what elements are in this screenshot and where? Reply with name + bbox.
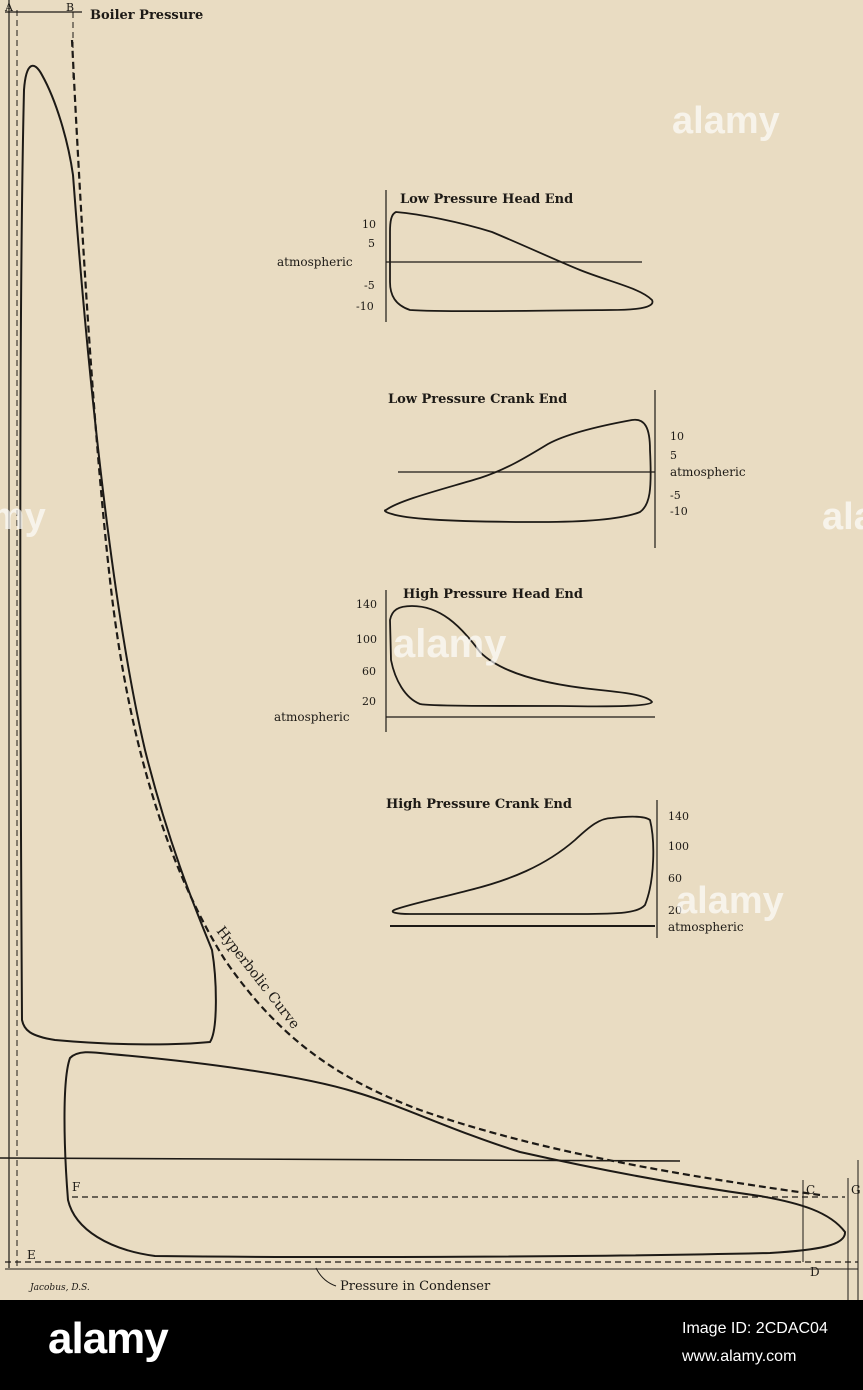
- inset-lp-crank-tick-atm: atmospheric: [670, 465, 746, 479]
- inset-lp-head-card: [389, 211, 654, 313]
- inset-lp-crank-title: Low Pressure Crank End: [388, 392, 567, 407]
- inset-hp-head-tick-atm: atmospheric: [274, 710, 350, 724]
- inset-lp-head-tick-5: 5: [368, 237, 375, 250]
- inset-hp-head-title: High Pressure Head End: [403, 587, 583, 602]
- inset-lp-head-tick-m5: -5: [364, 279, 375, 292]
- footer-bar: alamy Image ID: 2CDAC04 www.alamy.com: [0, 1300, 863, 1390]
- condenser-pointer: [315, 1267, 337, 1287]
- inset-lp-head-tick-m10: -10: [356, 300, 374, 313]
- inset-hp-crank-end: High Pressure Crank End 140 100 60 20 at…: [386, 797, 744, 938]
- label-a: A: [4, 1, 14, 14]
- inset-hp-crank-card: [391, 815, 655, 915]
- watermark-logo: alamy: [676, 880, 784, 922]
- inset-hp-head-tick-20: 20: [362, 695, 376, 708]
- inset-lp-crank-tick-10: 10: [670, 430, 684, 443]
- inset-hp-head-card: [389, 605, 654, 708]
- watermark-logo: alamy: [672, 100, 780, 142]
- watermark-logo: alamy: [822, 496, 863, 538]
- inset-hp-head-tick-100: 100: [356, 633, 377, 646]
- label-g: G: [851, 1183, 861, 1197]
- inset-lp-crank-tick-m5: -5: [670, 489, 681, 502]
- hyperbolic-curve-label: Hyperbolic Curve: [213, 924, 303, 1033]
- label-c: C: [806, 1183, 815, 1197]
- site-link[interactable]: www.alamy.com: [682, 1348, 797, 1365]
- label-b: B: [66, 1, 74, 14]
- indicator-diagram-page: A B Boiler Pressure C G F E D Hyperbolic…: [0, 0, 863, 1300]
- inset-lp-crank-tick-m10: -10: [670, 505, 688, 518]
- inset-lp-head-title: Low Pressure Head End: [400, 192, 573, 207]
- inset-lp-crank-end: Low Pressure Crank End 10 5 atmospheric …: [384, 390, 746, 548]
- atmospheric-line-main: [0, 1157, 681, 1162]
- inset-lp-head-tick-10: 10: [362, 218, 376, 231]
- label-f: F: [72, 1180, 80, 1194]
- watermark-logo: alamy: [393, 622, 507, 666]
- footer-brand-logo[interactable]: alamy: [48, 1314, 169, 1363]
- label-d: D: [810, 1265, 820, 1279]
- boiler-pressure-label: Boiler Pressure: [90, 8, 203, 23]
- inset-lp-head-tick-atm: atmospheric: [277, 255, 353, 269]
- hyperbolic-curve: [70, 39, 821, 1197]
- inset-lp-crank-tick-5: 5: [670, 449, 677, 462]
- inset-hp-crank-tick-60: 60: [668, 872, 682, 885]
- inset-hp-crank-title: High Pressure Crank End: [386, 797, 572, 812]
- inset-hp-crank-tick-100: 100: [668, 840, 689, 853]
- pressure-in-condenser-label: Pressure in Condenser: [340, 1279, 491, 1294]
- inset-lp-head-end: Low Pressure Head End 10 5 atmospheric -…: [277, 190, 654, 322]
- label-e: E: [27, 1248, 36, 1262]
- inset-hp-head-tick-140: 140: [356, 598, 377, 611]
- author-credit: Jacobus, D.S.: [28, 1283, 90, 1293]
- hp-main-card: [19, 64, 217, 1046]
- lp-main-card: [63, 1051, 847, 1258]
- inset-lp-crank-card: [384, 418, 652, 523]
- inset-hp-crank-tick-20: 20: [668, 904, 682, 917]
- inset-hp-crank-tick-atm: atmospheric: [668, 920, 744, 934]
- watermark-logo: alamy: [0, 496, 46, 538]
- inset-hp-head-end: High Pressure Head End 140 100 60 20 atm…: [274, 587, 655, 732]
- indicator-diagram: A B Boiler Pressure C G F E D Hyperbolic…: [0, 0, 861, 1300]
- inset-hp-crank-tick-140: 140: [668, 810, 689, 823]
- image-id-label: Image ID: 2CDAC04: [682, 1320, 828, 1337]
- inset-hp-head-tick-60: 60: [362, 665, 376, 678]
